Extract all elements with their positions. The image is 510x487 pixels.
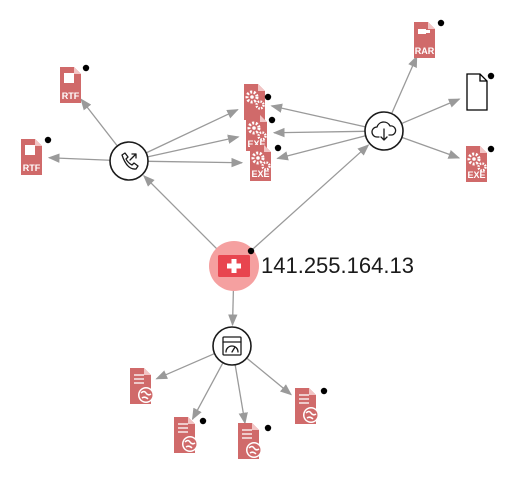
edge-browser-to-web3 (234, 364, 248, 425)
ip-node[interactable]: 141.255.164.13 (209, 241, 414, 291)
status-dot (437, 19, 445, 27)
status-dot (264, 93, 272, 101)
edge-phone-to-exe2 (147, 157, 244, 168)
exe-file-icon[interactable]: EXE (250, 144, 282, 181)
web-document-icon[interactable] (238, 423, 272, 459)
exe1-label: EXE (247, 139, 265, 149)
rar-file-icon[interactable]: RAR (414, 19, 445, 58)
nodes: RTF RTF EXE EXE RAR EXE 141.255.164.13 (21, 19, 495, 459)
status-dot (274, 144, 282, 152)
edge-cloud-to-blank (401, 98, 461, 125)
first-aid-icon (218, 255, 250, 277)
rtf-file-icon[interactable]: RTF (60, 64, 90, 103)
web-document-icon[interactable] (174, 417, 207, 453)
edge-cloud-to-exe3 (401, 136, 461, 159)
status-dot (247, 247, 255, 255)
blank-file-icon[interactable] (466, 72, 495, 111)
status-dot (487, 145, 495, 153)
browser-node[interactable] (212, 326, 252, 366)
browser-window-icon (222, 336, 242, 356)
edge-cloud-to-gear1 (270, 103, 366, 128)
status-dot (268, 116, 276, 124)
edge-phone-to-rtf2 (47, 153, 111, 163)
edge-phone-to-exe1 (147, 134, 240, 158)
edge-phone-to-gear1 (145, 109, 239, 154)
status-dot (199, 417, 207, 425)
edge-cloud-to-exe1 (272, 127, 366, 138)
rtf2-label: RTF (23, 163, 41, 173)
status-dot (320, 387, 328, 395)
edge-ip-to-phone (143, 175, 219, 251)
status-dot (44, 136, 52, 144)
status-dot (82, 64, 90, 72)
phone-node[interactable] (109, 141, 149, 181)
ip-label: 141.255.164.13 (261, 253, 414, 278)
web-document-icon[interactable] (130, 368, 154, 404)
edge-ip-to-cloud (249, 144, 370, 252)
phone-call-icon (121, 152, 139, 170)
edge-browser-to-web1 (155, 352, 215, 380)
edge-browser-to-web4 (246, 357, 292, 396)
exe-file-icon[interactable]: EXE (466, 145, 495, 182)
edge-browser-to-web2 (191, 362, 224, 421)
rtf1-label: RTF (62, 91, 80, 101)
status-dot (487, 72, 495, 80)
cloud-node[interactable] (364, 111, 404, 151)
edge-cloud-to-exe2 (276, 135, 366, 161)
edges (47, 55, 461, 425)
exe2-label: EXE (251, 169, 269, 179)
exe-file-icon[interactable]: EXE (246, 115, 276, 151)
status-dot (264, 424, 272, 432)
rar-label: RAR (415, 46, 435, 56)
edge-phone-to-rtf1 (80, 98, 118, 147)
gear-file-icon[interactable] (244, 84, 272, 120)
exe3-label: EXE (467, 170, 485, 180)
rtf-file-icon[interactable]: RTF (21, 136, 52, 175)
edge-ip-to-browser (228, 287, 238, 327)
cloud-download-icon (371, 121, 397, 141)
edge-cloud-to-rar (391, 55, 418, 114)
web-document-icon[interactable] (295, 387, 328, 424)
